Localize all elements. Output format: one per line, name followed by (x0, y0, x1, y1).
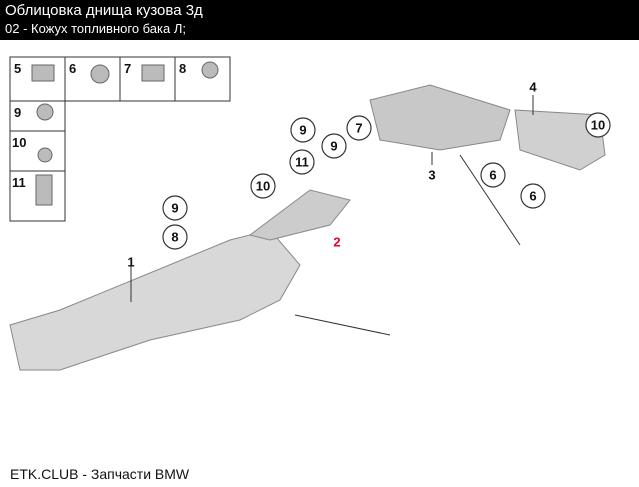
fuel-tank-cover (248, 189, 351, 241)
callout-7: 7 (355, 121, 362, 136)
underbody-panel (9, 84, 606, 371)
diagram-title: Облицовка днища кузова 3д (5, 2, 203, 19)
callout-9: 9 (299, 123, 306, 138)
legend-8: 8 (179, 61, 186, 76)
legend-7: 7 (124, 61, 131, 76)
label-4: 4 (529, 80, 537, 95)
fastener-icons (31, 61, 219, 206)
legend-5: 5 (14, 61, 21, 76)
callout-9: 9 (330, 139, 337, 154)
diagram-subtitle: 02 - Кожух топливного бака Л; (5, 21, 186, 36)
legend-10: 10 (12, 135, 26, 150)
callout-8: 8 (171, 230, 178, 245)
label-3: 3 (428, 168, 435, 183)
callout-6: 6 (529, 189, 536, 204)
legend-box (9, 56, 231, 222)
callouts: 10 9 7 9 11 10 9 8 6 6 1 3 4 2 (127, 80, 611, 270)
footer-text: ETK.CLUB - Запчасти BMW (10, 466, 190, 482)
parts-diagram: 5 6 7 8 9 10 11 10 9 7 9 11 10 9 8 6 6 1… (9, 56, 611, 371)
header: Облицовка днища кузова 3д 02 - Кожух топ… (0, 0, 639, 40)
legend-11: 11 (12, 175, 26, 190)
label-1: 1 (127, 255, 134, 270)
callout-10: 10 (256, 179, 270, 194)
label-2-highlighted[interactable]: 2 (333, 235, 340, 250)
callout-9: 9 (171, 201, 178, 216)
callout-6: 6 (489, 168, 496, 183)
callout-10: 10 (591, 118, 605, 133)
legend-9: 9 (14, 105, 21, 120)
callout-11: 11 (295, 155, 309, 170)
legend-6: 6 (69, 61, 76, 76)
